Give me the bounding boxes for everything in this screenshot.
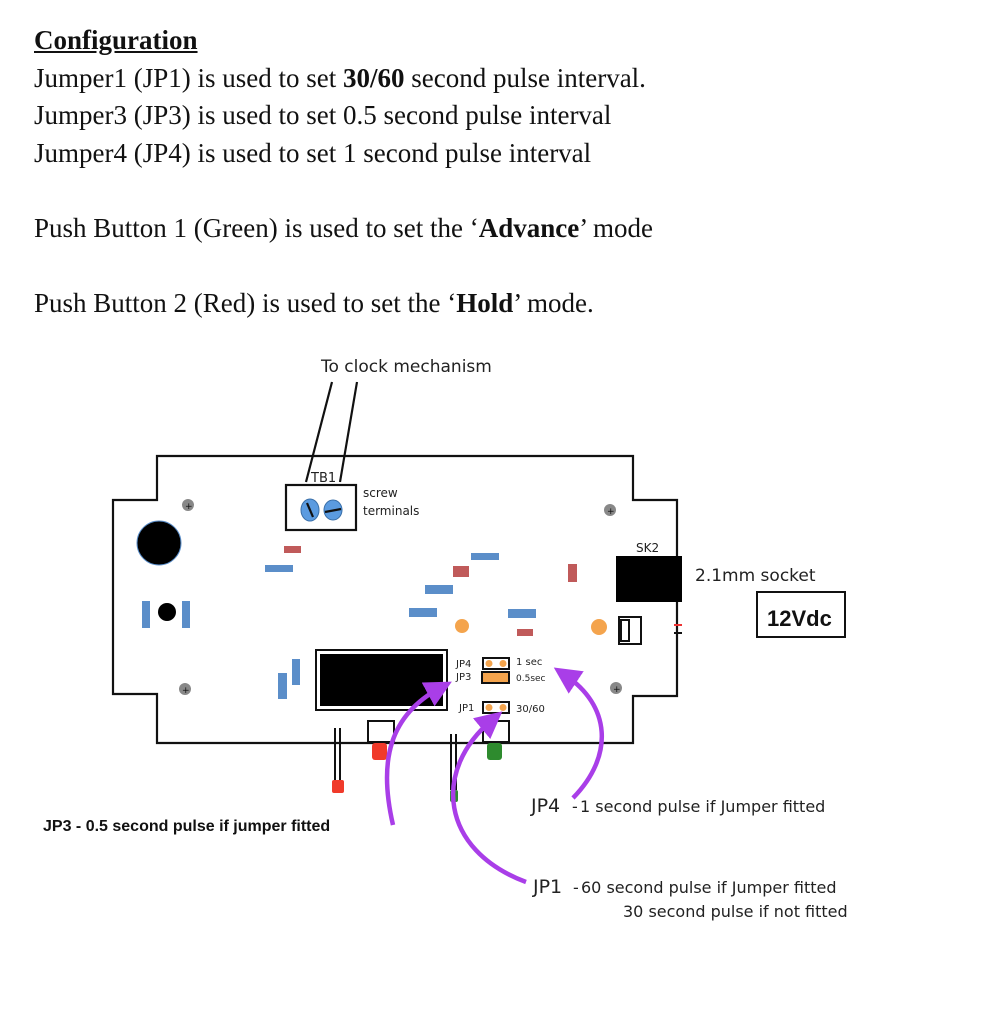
jumper-jp3[interactable]: JP3 0.5sec bbox=[455, 671, 546, 684]
jumper-jp1[interactable]: JP1 30/60 bbox=[458, 701, 545, 715]
jp4-label: JP4 bbox=[455, 659, 471, 670]
jp1-annotation-text-1: 60 second pulse if Jumper fitted bbox=[581, 878, 837, 897]
terminals-label: terminals bbox=[363, 504, 419, 518]
jp4-value: 1 sec bbox=[516, 657, 542, 668]
dash: - bbox=[573, 878, 579, 897]
jp4-annotation-text: 1 second pulse if Jumper fitted bbox=[580, 797, 825, 816]
dash: - bbox=[572, 797, 578, 816]
tb1-label: TB1 bbox=[310, 471, 336, 486]
tb1-block bbox=[284, 483, 358, 532]
voltage-box bbox=[756, 591, 846, 638]
jp4-header bbox=[482, 657, 510, 670]
socket-label: 2.1mm socket bbox=[695, 566, 816, 586]
jp3-arrow-icon bbox=[384, 681, 452, 826]
bold-text: Advance bbox=[478, 212, 580, 243]
to-clock-label: To clock mechanism bbox=[320, 357, 492, 377]
jumper-jp4[interactable]: JP4 1 sec bbox=[455, 657, 542, 670]
text: second pulse interval. bbox=[404, 62, 646, 93]
smd-components bbox=[265, 546, 607, 699]
push-button-2-red[interactable] bbox=[367, 720, 395, 743]
jp4-arrow-icon bbox=[553, 667, 605, 800]
text: ’ mode bbox=[579, 212, 653, 243]
component-blue bbox=[142, 601, 150, 628]
jp3-value: 0.5sec bbox=[516, 674, 546, 684]
bold-text: 30/60 bbox=[342, 62, 405, 93]
jp1-arrow-icon bbox=[450, 711, 527, 885]
jp3-label: JP3 bbox=[455, 672, 471, 683]
configuration-text: Configuration Jumper1 (JP1) is used to s… bbox=[34, 22, 653, 322]
red-button-cap bbox=[372, 743, 387, 760]
screw-label: screw bbox=[363, 486, 398, 500]
power-socket bbox=[616, 556, 682, 602]
jumper3-line: Jumper3 (JP3) is used to set 0.5 second … bbox=[34, 100, 612, 130]
jumper4-line: Jumper4 (JP4) is used to set 1 second pu… bbox=[34, 137, 592, 168]
jp1-label: JP1 bbox=[458, 703, 474, 714]
text: Push Button 2 (Red) is used to set the ‘ bbox=[34, 287, 457, 318]
component-blue bbox=[182, 601, 190, 628]
bold-text: Hold bbox=[456, 287, 514, 318]
jp1-annotation-text-2: 30 second pulse if not fitted bbox=[623, 902, 848, 921]
text: ’ mode. bbox=[513, 287, 594, 318]
jumper1-line: Jumper1 (JP1) is used to set 30/60 secon… bbox=[34, 60, 653, 98]
jp1-value: 30/60 bbox=[516, 704, 545, 715]
wire-2 bbox=[338, 381, 359, 483]
jp3-annotation: JP3 - 0.5 second pulse if jumper fitted bbox=[43, 818, 330, 835]
push-button-2-line: Push Button 2 (Red) is used to set the ‘… bbox=[34, 285, 653, 323]
voltage-label: 12Vdc bbox=[767, 606, 832, 631]
jp1-annotation-name: JP1 bbox=[532, 876, 562, 898]
wire-1 bbox=[304, 381, 334, 483]
led-red-icon bbox=[332, 780, 344, 793]
push-button-1-line: Push Button 1 (Green) is used to set the… bbox=[34, 210, 653, 248]
board-outline bbox=[111, 454, 679, 745]
svg-text:+: + bbox=[182, 686, 190, 696]
jp3-header-fitted bbox=[481, 671, 510, 684]
heading: Configuration bbox=[34, 25, 198, 55]
text: Push Button 1 (Green) is used to set the… bbox=[34, 212, 479, 243]
component-hole bbox=[158, 603, 176, 621]
buzzer-icon bbox=[136, 520, 182, 566]
green-button-cap bbox=[487, 743, 502, 760]
svg-text:+: + bbox=[607, 507, 615, 517]
mounting-hole-icon: + + + + bbox=[179, 499, 622, 696]
sk2-label: SK2 bbox=[636, 541, 659, 555]
svg-text:+: + bbox=[185, 502, 193, 512]
jp4-annotation-name: JP4 bbox=[530, 795, 560, 817]
svg-text:+: + bbox=[613, 685, 621, 695]
text: Jumper1 (JP1) is used to set bbox=[34, 62, 343, 93]
